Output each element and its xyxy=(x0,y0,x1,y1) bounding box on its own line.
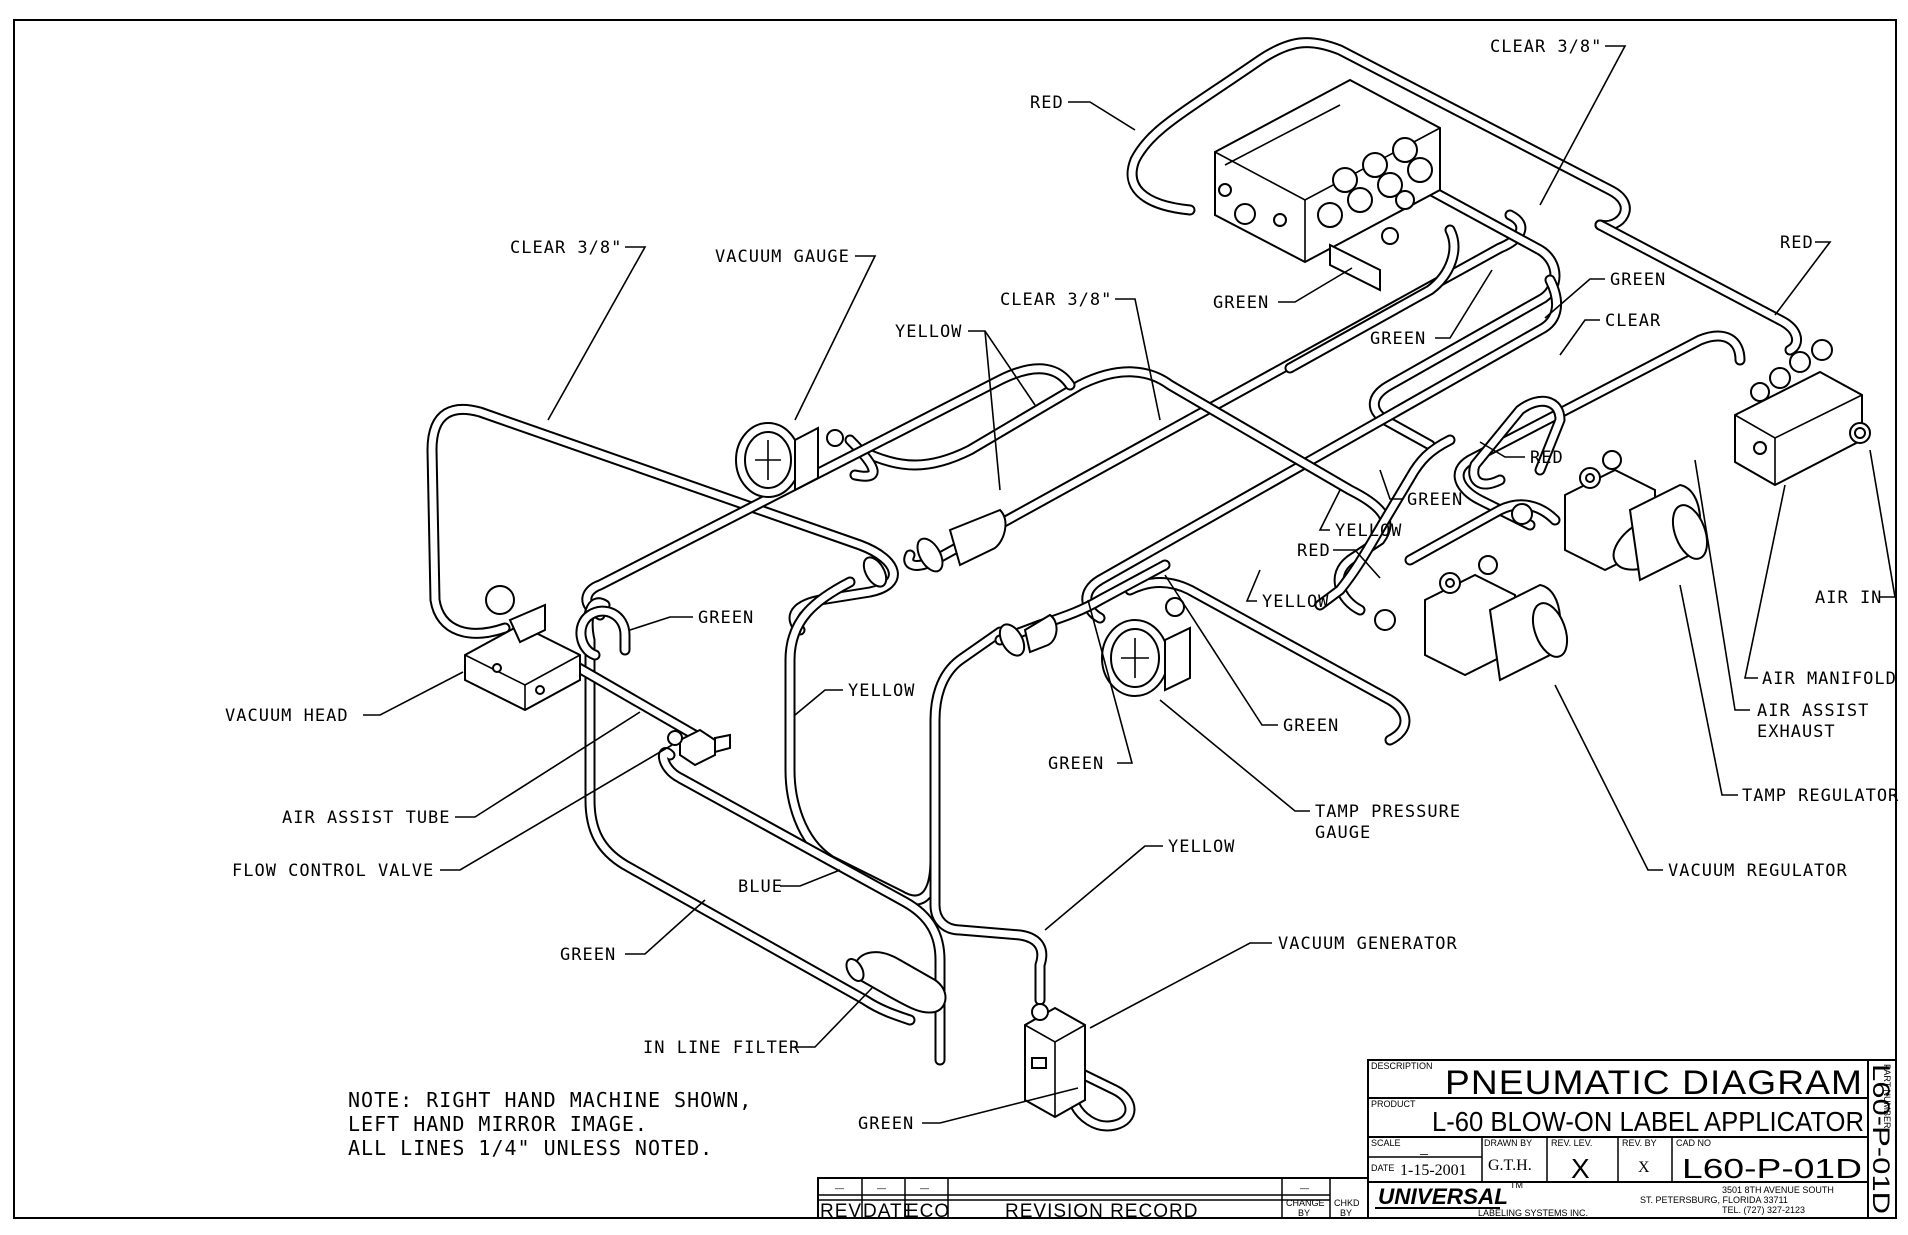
rev-record: REVISION RECORD xyxy=(1005,1201,1198,1222)
label-clear-left: CLEAR 3/8" xyxy=(510,238,622,258)
vacuum-head xyxy=(464,585,581,712)
tb-drawn-by: G.T.H. xyxy=(1488,1157,1532,1174)
label-in-line-filter: IN LINE FILTER xyxy=(643,1038,800,1058)
tb-scale-label: SCALE xyxy=(1371,1138,1401,1148)
tb-address-1: 3501 8TH AVENUE SOUTH xyxy=(1722,1185,1834,1195)
label-clear-right: CLEAR xyxy=(1605,311,1661,331)
label-air-assist-exhaust-1: AIR ASSIST xyxy=(1757,701,1869,721)
note-line-2: LEFT HAND MIRROR IMAGE. xyxy=(348,1112,648,1136)
clear-line-fittings xyxy=(862,508,1058,657)
vacuum-gauge xyxy=(735,422,844,498)
label-vacuum-regulator: VACUUM REGULATOR xyxy=(1668,861,1848,881)
tb-rev-by-label: REV. BY xyxy=(1622,1138,1657,1148)
rev-col-eco: ECO xyxy=(906,1201,950,1222)
label-air-assist-exhaust-2: EXHAUST xyxy=(1757,722,1836,742)
label-green-manifold: GREEN xyxy=(1213,293,1269,313)
label-red-low: RED xyxy=(1297,541,1331,561)
tb-cad-no-label: CAD NO xyxy=(1676,1138,1711,1148)
rev-dash-3: — xyxy=(920,1183,929,1193)
label-yellow-bottom: YELLOW xyxy=(1168,837,1235,857)
label-yellow-mid: YELLOW xyxy=(1335,521,1402,541)
in-line-filter xyxy=(845,951,947,1014)
vacuum-generator xyxy=(1024,1003,1086,1119)
tb-product-label: PRODUCT xyxy=(1371,1099,1416,1109)
tamp-regulator xyxy=(1511,450,1709,582)
rev-change-1: CHANGE xyxy=(1286,1198,1325,1208)
tb-date-label: DATE xyxy=(1371,1163,1394,1173)
label-tamp-regulator: TAMP REGULATOR xyxy=(1742,786,1899,806)
label-green-bottom: GREEN xyxy=(858,1114,914,1134)
rev-chkd-2: BY xyxy=(1340,1208,1352,1218)
rev-change-2: BY xyxy=(1298,1208,1310,1218)
tb-part-number-label: PART NUMBER xyxy=(1882,1064,1892,1129)
label-green-5: GREEN xyxy=(1283,716,1339,736)
label-green-vh: GREEN xyxy=(698,608,754,628)
rev-col-rev: REV xyxy=(820,1201,862,1222)
vacuum-regulator xyxy=(1374,555,1569,682)
label-green-bottom-left: GREEN xyxy=(560,945,616,965)
tb-company-sub: LABELING SYSTEMS INC. xyxy=(1478,1208,1588,1218)
flow-control-valve xyxy=(667,728,731,767)
label-yellow-low: YELLOW xyxy=(1262,592,1329,612)
rev-dash-2: — xyxy=(877,1183,886,1193)
rev-dash-4: — xyxy=(1300,1183,1309,1193)
label-clear-top-right: CLEAR 3/8" xyxy=(1490,37,1602,57)
title-block: DESCRIPTION PNEUMATIC DIAGRAM PRODUCT L-… xyxy=(1367,1059,1897,1219)
label-red-mid: RED xyxy=(1530,448,1564,468)
label-yellow-left: YELLOW xyxy=(848,681,915,701)
label-vacuum-head: VACUUM HEAD xyxy=(225,706,349,726)
label-green-3: GREEN xyxy=(1610,270,1666,290)
label-vacuum-gauge: VACUUM GAUGE xyxy=(715,247,850,267)
tb-date-value: 1-15-2001 xyxy=(1400,1162,1467,1179)
label-green-2: GREEN xyxy=(1370,329,1426,349)
label-green-4: GREEN xyxy=(1407,490,1463,510)
tb-drawn-by-label: DRAWN BY xyxy=(1484,1138,1532,1148)
tb-cad-no: L60-P-01D xyxy=(1682,1153,1862,1184)
label-blue: BLUE xyxy=(738,877,783,897)
label-red-right: RED xyxy=(1780,233,1814,253)
tb-part-number: L60-P-01D xyxy=(1867,1064,1894,1214)
label-tamp-pressure-gauge-2: GAUGE xyxy=(1315,823,1371,843)
rev-dash-1: — xyxy=(835,1183,844,1193)
callouts: RED CLEAR 3/8" CLEAR 3/8" VACUUM GAUGE C… xyxy=(225,37,1899,1134)
revision-block: — — — — REV DATE ECO REVISION RECORD CHA… xyxy=(817,1177,1369,1222)
tb-description: PNEUMATIC DIAGRAM xyxy=(1445,1064,1863,1102)
label-green-6: GREEN xyxy=(1048,754,1104,774)
tb-address-2: ST. PETERSBURG, FLORIDA 33711 xyxy=(1640,1195,1788,1205)
valve-manifold xyxy=(1214,78,1441,292)
label-red-top: RED xyxy=(1030,93,1064,113)
tb-phone: TEL. (727) 327-2123 xyxy=(1722,1205,1805,1215)
tb-company-logo: UNIVERSAL xyxy=(1378,1184,1508,1209)
tb-product: L-60 BLOW-ON LABEL APPLICATOR xyxy=(1432,1106,1864,1137)
label-clear-mid: CLEAR 3/8" xyxy=(1000,290,1112,310)
label-vacuum-generator: VACUUM GENERATOR xyxy=(1278,934,1458,954)
label-flow-control-valve: FLOW CONTROL VALVE xyxy=(232,861,434,881)
drawing-border xyxy=(13,19,1897,1219)
tb-rev-lev-label: REV. LEV. xyxy=(1551,1138,1592,1148)
label-air-in: AIR IN xyxy=(1815,588,1882,608)
tb-scale-value: _ xyxy=(1419,1140,1429,1157)
label-air-manifold: AIR MANIFOLD xyxy=(1762,669,1897,689)
label-tamp-pressure-gauge-1: TAMP PRESSURE xyxy=(1315,802,1461,822)
label-air-assist-tube: AIR ASSIST TUBE xyxy=(282,808,451,828)
tubing xyxy=(426,37,1802,1132)
label-yellow-top: YELLOW xyxy=(895,322,962,342)
rev-col-date: DATE xyxy=(863,1201,916,1222)
note-line-1: NOTE: RIGHT HAND MACHINE SHOWN, xyxy=(348,1088,752,1112)
tb-tm: TM xyxy=(1510,1180,1523,1190)
tb-rev-by: X xyxy=(1638,1159,1650,1176)
air-manifold xyxy=(1734,339,1871,487)
note-line-3: ALL LINES 1/4" UNLESS NOTED. xyxy=(348,1136,713,1160)
tamp-pressure-gauge xyxy=(1101,597,1191,697)
rev-chkd-1: CHKD xyxy=(1334,1198,1360,1208)
drawing-note: NOTE: RIGHT HAND MACHINE SHOWN, LEFT HAN… xyxy=(348,1088,752,1160)
tb-description-label: DESCRIPTION xyxy=(1371,1061,1433,1071)
tb-rev-lev: X xyxy=(1571,1153,1590,1184)
